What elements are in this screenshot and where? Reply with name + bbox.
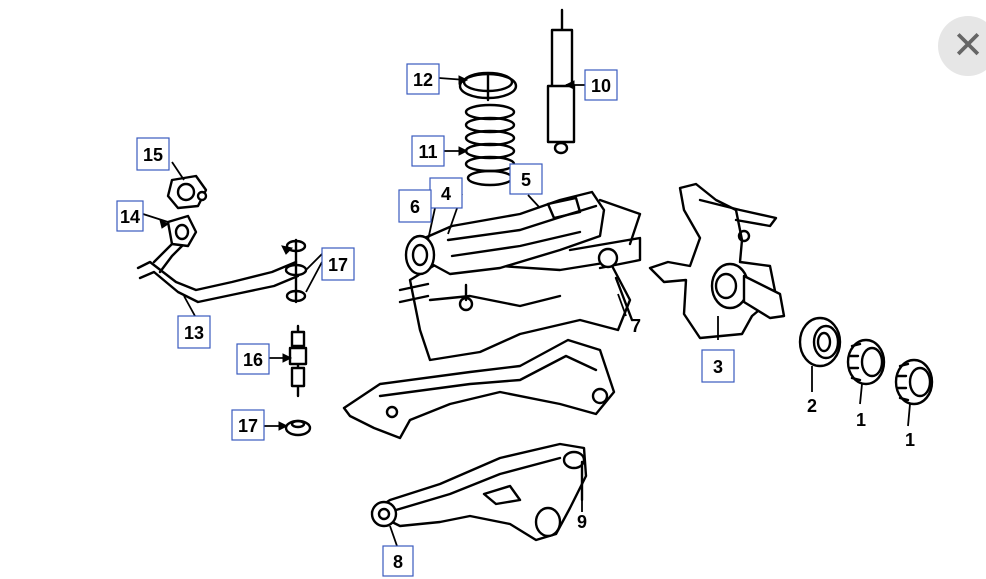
callout-6: 6 — [398, 189, 432, 223]
callout-3: 3 — [701, 349, 735, 383]
wheel-bearing-inner — [846, 338, 886, 386]
spring-insulator — [458, 71, 518, 102]
callout-11: 11 — [411, 135, 445, 167]
callout-5: 5 — [509, 163, 543, 195]
label-1-outer: 1 — [905, 430, 915, 450]
svg-text:12: 12 — [413, 70, 433, 90]
svg-text:15: 15 — [143, 145, 163, 165]
svg-text:16: 16 — [243, 350, 263, 370]
close-button[interactable]: ✕ — [938, 16, 986, 76]
callout-8: 8 — [382, 545, 414, 577]
label-2: 2 — [807, 396, 817, 416]
callout-12: 12 — [406, 63, 440, 95]
callout-16: 16 — [236, 343, 270, 375]
svg-text:11: 11 — [418, 142, 437, 162]
wheel-bearing-outer — [894, 358, 934, 406]
svg-text:4: 4 — [441, 184, 451, 204]
label-9: 9 — [577, 512, 587, 532]
svg-text:3: 3 — [713, 357, 723, 377]
link-bushings-upper — [284, 238, 308, 304]
callout-10: 10 — [584, 69, 618, 101]
shock-absorber — [546, 8, 576, 155]
grease-seal — [798, 316, 842, 368]
close-icon: ✕ — [952, 23, 984, 67]
label-7: 7 — [631, 316, 641, 336]
callout-17-upper: 17 — [321, 247, 355, 281]
lower-control-arm — [370, 442, 588, 542]
svg-text:14: 14 — [120, 207, 140, 227]
steering-knuckle — [648, 182, 786, 340]
svg-text:6: 6 — [410, 197, 420, 217]
callout-4: 4 — [429, 177, 463, 209]
stabilizer-bracket — [166, 174, 208, 210]
callout-15: 15 — [136, 137, 170, 171]
frame-crossmember — [398, 198, 642, 362]
callout-13: 13 — [177, 315, 211, 349]
callout-17-lower: 17 — [231, 409, 265, 441]
stabilizer-link-bolt — [288, 324, 308, 398]
svg-text:10: 10 — [591, 76, 611, 96]
callout-14: 14 — [116, 200, 144, 232]
coil-spring — [464, 103, 516, 187]
lower-crossmember-plate — [342, 338, 616, 440]
stabilizer-bushing — [166, 214, 198, 248]
upper-control-arm — [404, 190, 619, 276]
svg-text:17: 17 — [328, 255, 348, 275]
stabilizer-bar — [136, 236, 300, 304]
svg-text:17: 17 — [238, 416, 258, 436]
svg-text:8: 8 — [393, 552, 403, 572]
label-1-inner: 1 — [856, 410, 866, 430]
link-bushing-lower — [284, 419, 312, 437]
svg-text:5: 5 — [521, 170, 531, 190]
svg-text:13: 13 — [184, 323, 204, 343]
leader-lines — [142, 75, 911, 547]
